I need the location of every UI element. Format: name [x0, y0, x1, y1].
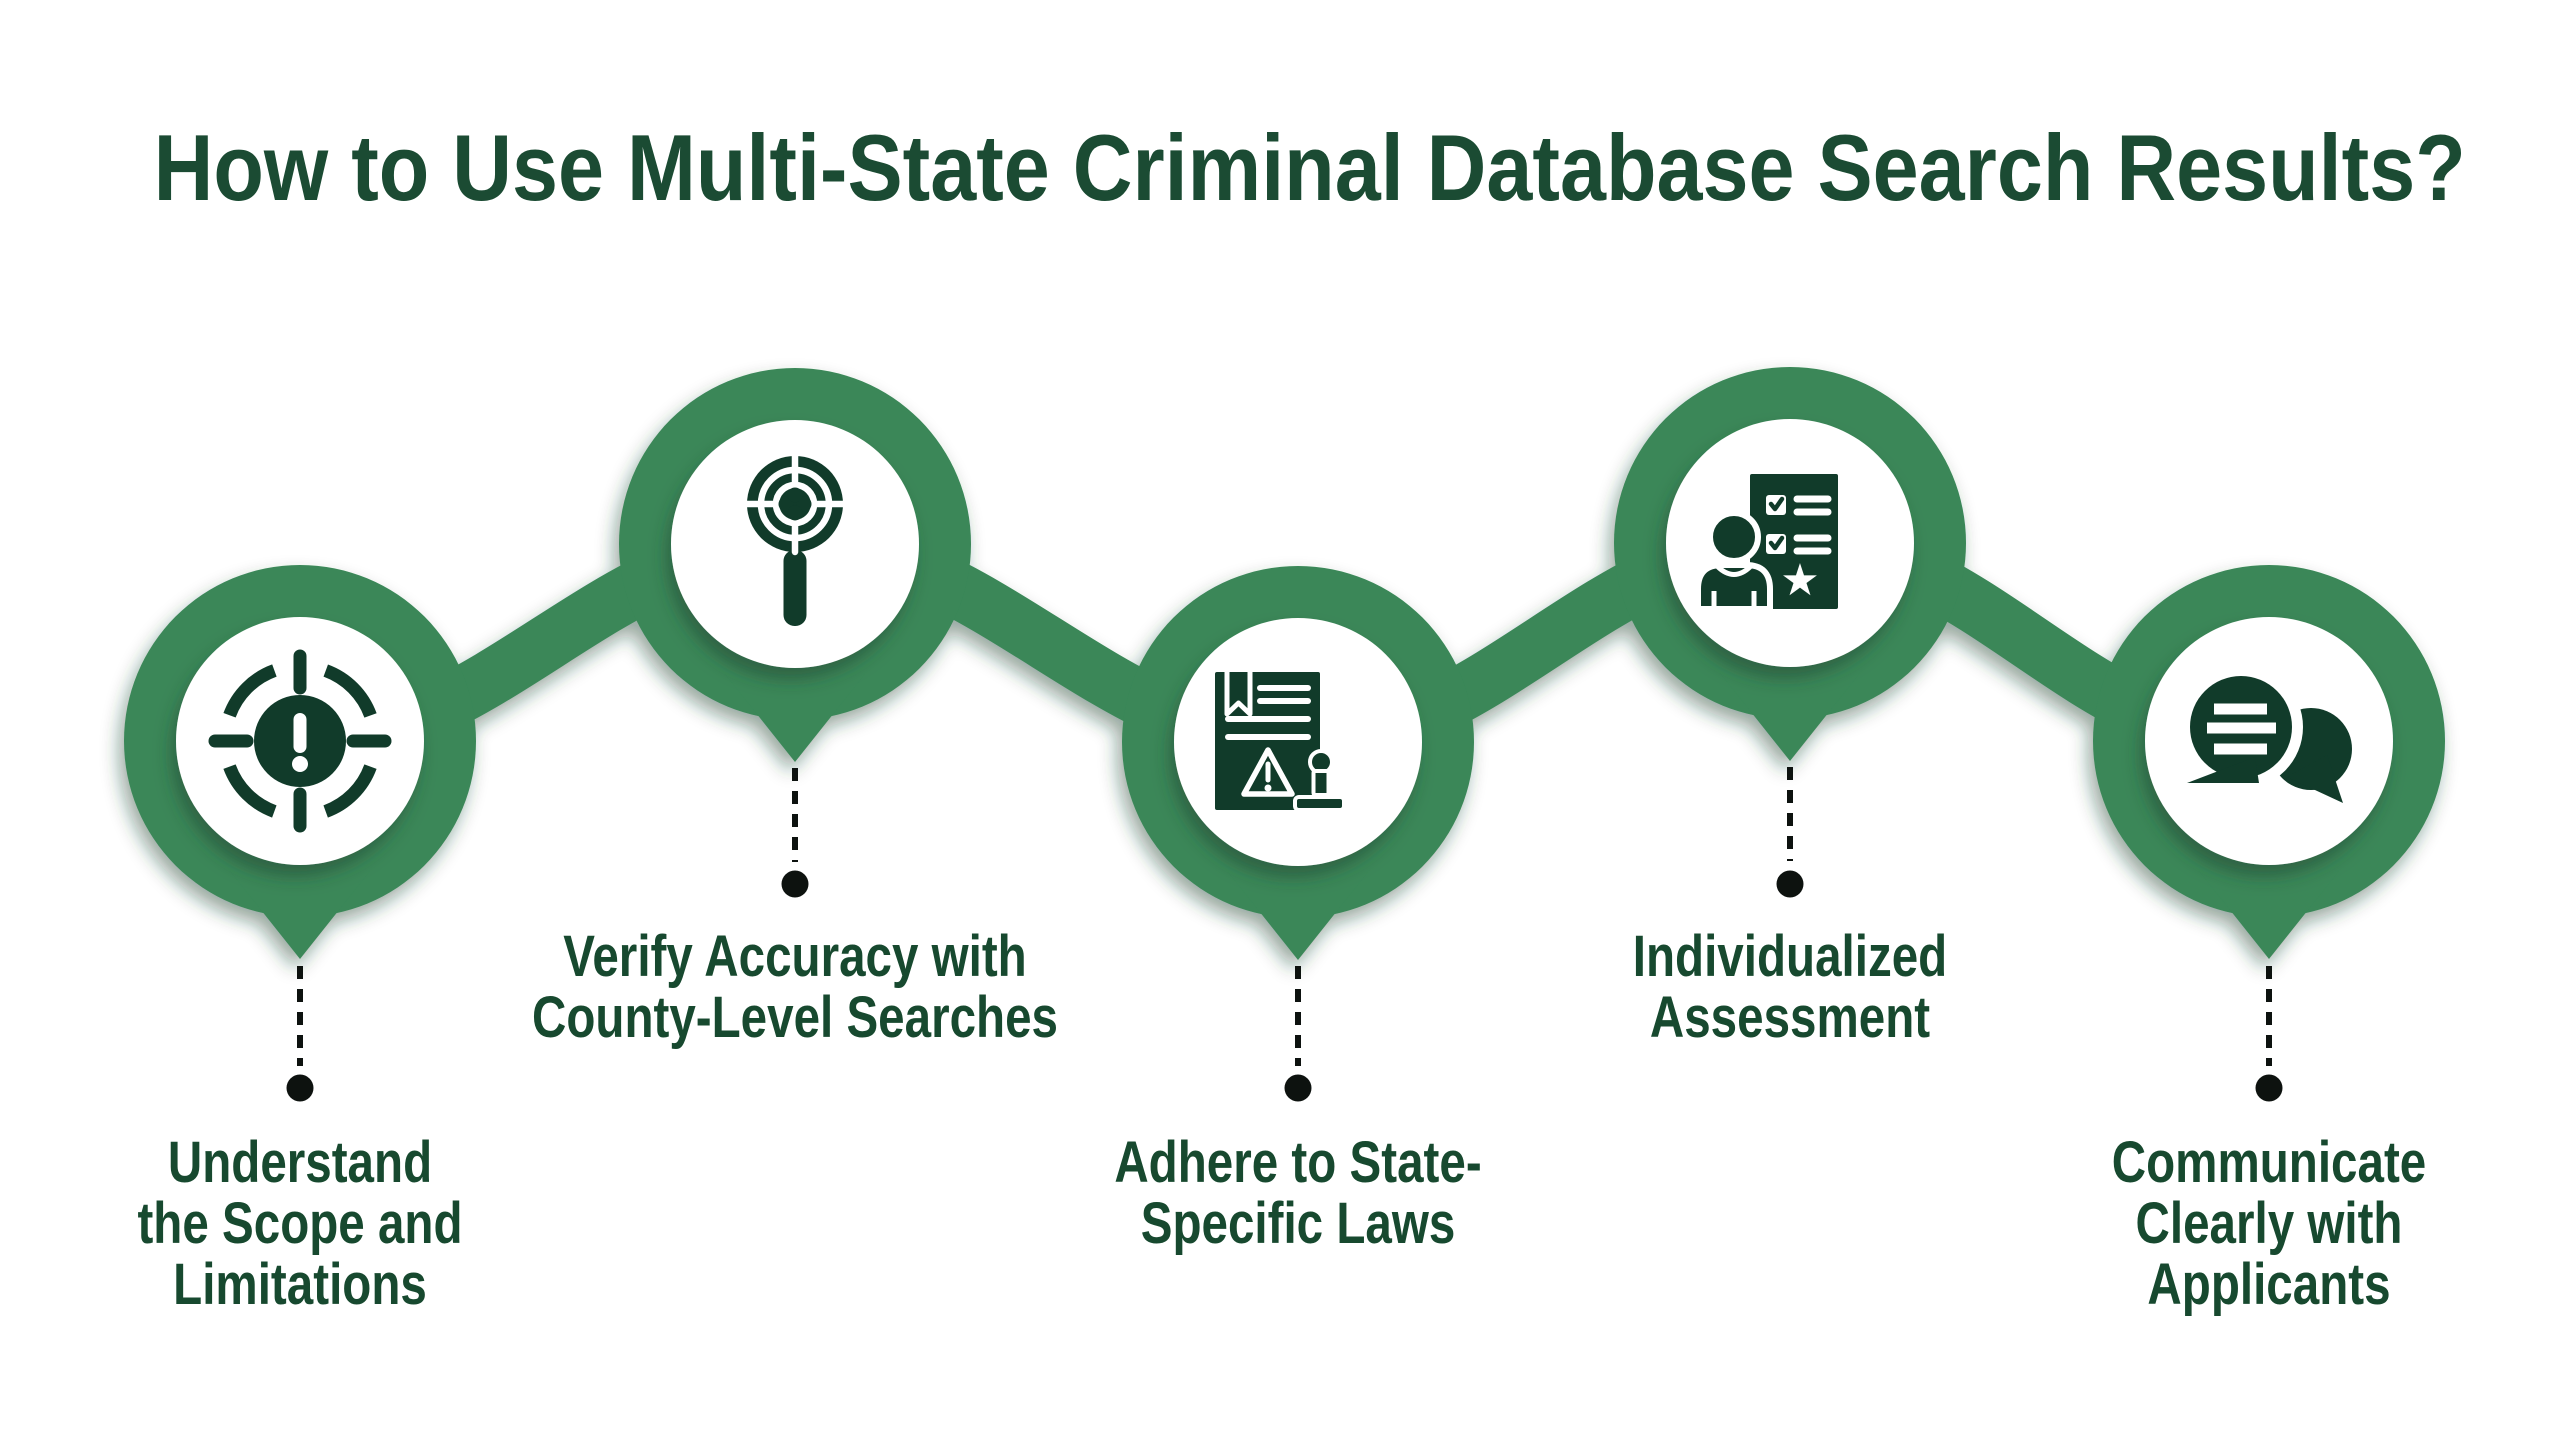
step-1-label-line: Understand: [167, 1130, 433, 1195]
step-1-label-line: the Scope and: [137, 1191, 463, 1256]
step-1-label: Understand the Scope and Limitations: [137, 1132, 462, 1315]
step-1-pin: [230, 871, 370, 959]
step-3-label-line: Adhere to State-: [1114, 1130, 1482, 1195]
step-2-dot: [781, 870, 809, 898]
step-1-label-line: Limitations: [173, 1252, 427, 1317]
step-5-label-line: Applicants: [2147, 1252, 2391, 1317]
stamp-glyph: [1293, 749, 1346, 812]
star-icon: ★: [1780, 555, 1819, 606]
step-3-label-line: Specific Laws: [1140, 1191, 1456, 1256]
step-5-label: Communicate Clearly with Applicants: [2112, 1132, 2426, 1315]
step-2-pin: [725, 674, 865, 762]
chat-bubbles-icon: [2179, 665, 2352, 803]
ribbon-band: [124, 367, 2445, 960]
person-checklist-icon: ★: [1695, 474, 1838, 612]
step-4-label: Individualized Assessment: [1633, 926, 1947, 1048]
step-4-label-line: Individualized: [1632, 924, 1948, 989]
step-5-dot: [2255, 1074, 2283, 1102]
step-5-label-line: Communicate: [2111, 1130, 2427, 1195]
step-4-label-line: Assessment: [1649, 985, 1931, 1050]
step-4-pin: [1720, 673, 1860, 761]
step-3-pin: [1228, 872, 1368, 960]
step-2-label: Verify Accuracy with County-Level Search…: [532, 926, 1058, 1048]
step-5-label-line: Clearly with: [2135, 1191, 2403, 1256]
step-3-dot: [1284, 1074, 1312, 1102]
step-2-label-line: Verify Accuracy with: [563, 924, 1027, 989]
magnifier-target-icon: [741, 452, 849, 626]
step-1-dot: [286, 1074, 314, 1102]
step-5-pin: [2199, 871, 2339, 959]
step-2-label-line: County-Level Searches: [531, 985, 1059, 1050]
page-title: How to Use Multi-State Criminal Database…: [153, 115, 2466, 220]
document-warning-stamp-icon: [1215, 672, 1346, 812]
step-4-dot: [1776, 870, 1804, 898]
connectors: [286, 767, 2283, 1102]
step-3-label: Adhere to State- Specific Laws: [1114, 1132, 1481, 1254]
